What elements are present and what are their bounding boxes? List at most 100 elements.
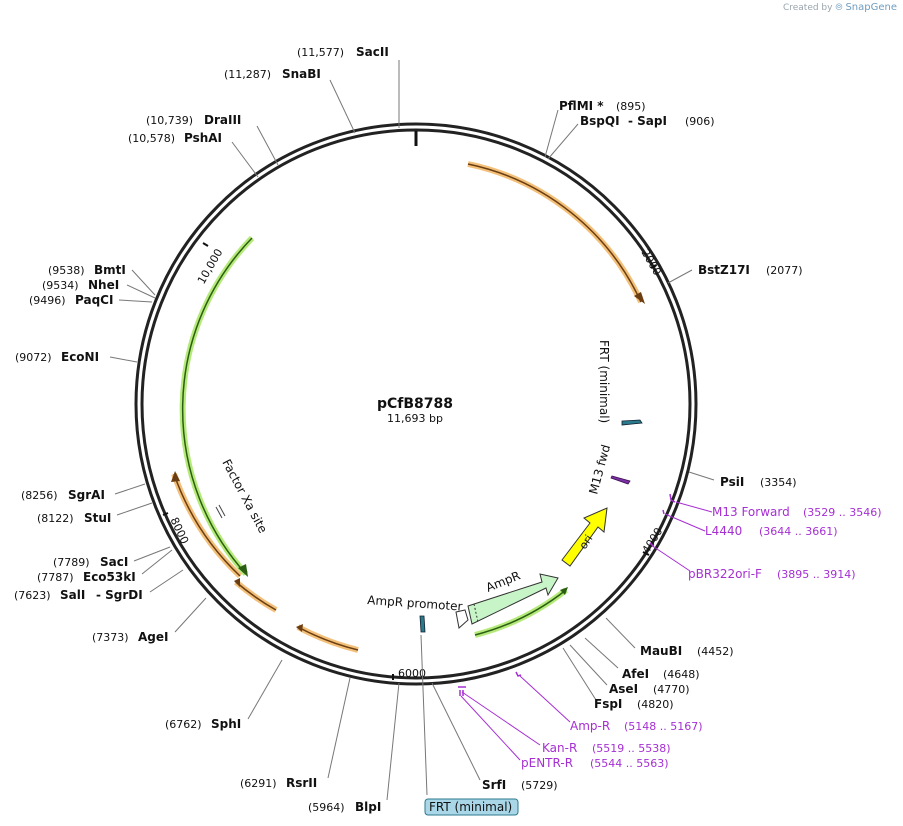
primer-name-pentr-r: pENTR-R [521, 756, 573, 770]
leader-afei [584, 637, 619, 669]
primer-marker-amp-r [515, 671, 522, 677]
site-name-saci: SacI [100, 555, 128, 569]
site-name-sphi: SphI [211, 717, 241, 731]
primer-range-l4440: (3644 .. 3661) [759, 525, 838, 538]
site-pos-bstz17i: (2077) [766, 264, 803, 277]
leader-frt-bottom [420, 634, 428, 796]
site-name-maubi: MauBI [640, 644, 682, 658]
frt-bottom-label-box [424, 798, 519, 816]
leader-pshai [231, 141, 259, 178]
site-pos-draiii: (10,739) [146, 114, 193, 127]
site-name-psii: PsiI [720, 475, 744, 489]
m13fwd-feature [610, 475, 631, 485]
snapgene-logo-icon: ⦾ [835, 3, 843, 13]
site-name-econi: EcoNI [61, 350, 99, 364]
leader-bspqi [547, 123, 579, 160]
leader-agei [174, 597, 207, 633]
feature-label-frt-right: FRT (minimal) [597, 340, 611, 423]
primer-marker-l4440 [662, 509, 665, 515]
site-name-nhei: NheI [88, 278, 119, 292]
site-pos-stui: (8122) [37, 512, 74, 525]
feature-arc-green-left-glow [179, 235, 255, 577]
site-pos-bmti: (9538) [48, 264, 85, 277]
site-name-sali: SalI [60, 588, 85, 602]
site-name-bstz17i: BstZ17I [698, 263, 750, 277]
frt-feature-bottom [419, 615, 426, 633]
site-name-srfi: SrfI [482, 778, 506, 792]
site-name-fspi: FspI [594, 697, 622, 711]
leader-bmti [131, 269, 156, 296]
leader-draiii [256, 125, 279, 166]
feature-arc-orange-top-glow [467, 161, 644, 304]
credit-prefix: Created by [782, 3, 833, 13]
leader-psii [688, 471, 715, 481]
site-pos-sali: (7623) [14, 589, 51, 602]
leader-pflmi [544, 109, 559, 158]
tick-10000 [202, 242, 209, 247]
site-name-blpi: BlpI [355, 800, 381, 814]
tick-2000 [650, 264, 657, 269]
site-leader-lines [109, 60, 715, 801]
site-pos-blpi: (5964) [308, 801, 345, 814]
leader-maubi [605, 617, 636, 649]
snapgene-credit: Created by ⦾ SnapGene [783, 2, 897, 13]
factor-xa-mark-1 [215, 506, 223, 519]
site-pos-asei: (4770) [653, 683, 690, 696]
leader-blpi [386, 682, 400, 801]
site-extra-sapi: - SapI [628, 114, 667, 128]
primer-labels: M13 Forward (3529 .. 3546) L4440 (3644 .… [521, 505, 882, 770]
site-name-agei: AgeI [138, 630, 168, 644]
site-name-pshai: PshAI [184, 131, 222, 145]
leader-saci [133, 546, 171, 562]
site-name-bmti: BmtI [94, 263, 126, 277]
feature-arc-orange-left [173, 473, 241, 577]
tick-label-6000: 6000 [398, 667, 426, 680]
frt-feature-right [621, 419, 643, 426]
site-pos-afei: (4648) [663, 668, 700, 681]
site-pos-econi: (9072) [15, 351, 52, 364]
leader-nhei [126, 284, 156, 299]
primer-range-m13-forward: (3529 .. 3546) [803, 506, 882, 519]
primer-marker-pentr-r [459, 690, 464, 696]
site-pos-fspi: (4820) [637, 698, 674, 711]
backbone-outer [134, 122, 698, 686]
leader-fspi [562, 647, 597, 701]
leader-l4440 [664, 513, 706, 532]
leader-pentr-r [460, 695, 521, 761]
site-pos-sacii: (11,577) [297, 46, 344, 59]
feature-label-frt-bottom: FRT (minimal) [429, 800, 512, 814]
site-pos-sphi: (6762) [165, 718, 202, 731]
leader-pbr322ori [653, 546, 691, 572]
tick-8000 [162, 512, 169, 516]
leader-amp-r [519, 675, 571, 723]
primer-name-l4440: L4440 [705, 524, 742, 538]
factor-xa-mark-2 [218, 504, 226, 517]
site-name-asei: AseI [609, 682, 638, 696]
primer-range-pbr322ori: (3895 .. 3914) [777, 568, 856, 581]
leader-snabi [329, 79, 356, 134]
plasmid-length: 11,693 bp [387, 412, 443, 425]
primer-marker-m13-forward [669, 493, 676, 503]
feature-label-m13fwd: M13 fwd [586, 443, 613, 496]
feature-label-ampr-promoter: AmpR promoter [367, 593, 463, 614]
leader-sali [149, 569, 184, 593]
site-pos-pshai: (10,578) [128, 132, 175, 145]
primer-range-amp-r: (5148 .. 5167) [624, 720, 703, 733]
site-pos-sgrai: (8256) [21, 489, 58, 502]
leader-sgrai [114, 483, 146, 495]
leader-srfi [431, 682, 481, 781]
primer-marker-pbr322ori [649, 542, 655, 548]
feature-arc-green-bottom [474, 589, 567, 636]
leader-kan-r [461, 691, 541, 746]
site-pos-rsrii: (6291) [240, 777, 277, 790]
site-pos-eco53ki: (7787) [37, 571, 74, 584]
site-pos-bspqi: (906) [685, 115, 715, 128]
site-name-snabi: SnaBI [282, 67, 321, 81]
feature-arrowhead-green-left [238, 564, 248, 577]
site-pos-saci: (7789) [53, 556, 90, 569]
site-name-draiii: DraIII [204, 113, 241, 127]
site-pos-snabi: (11,287) [224, 68, 271, 81]
ampr-arrow [467, 573, 559, 625]
primer-range-pentr-r: (5544 .. 5563) [590, 757, 669, 770]
